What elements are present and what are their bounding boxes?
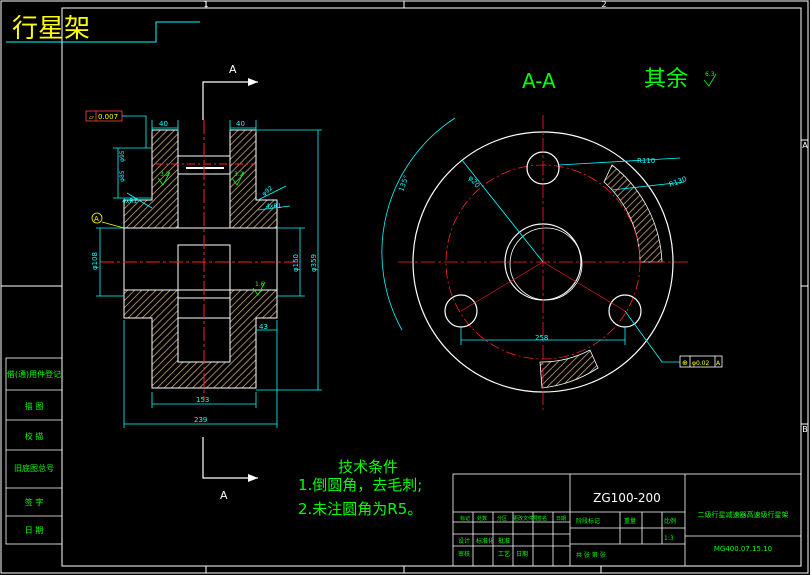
tech-notes-line-1: 1.倒圆角，去毛刺; — [298, 476, 422, 494]
drawing-number: ZG100-200 — [593, 491, 661, 505]
title-block — [452, 473, 802, 567]
rev-header-1: 标记 — [460, 515, 470, 522]
position-tolerance — [679, 355, 723, 368]
part-name: 行星架 — [12, 14, 90, 44]
left-record-block — [5, 357, 63, 545]
dim-pin-95: φ95 — [119, 150, 126, 162]
scale-label: 比例 — [664, 517, 676, 525]
section-label-top: A — [229, 63, 237, 76]
check-label: 审核 — [458, 550, 470, 558]
roughness-marks — [157, 171, 266, 296]
dim-r110: R110 — [637, 157, 655, 165]
dim-fillet-right: 4xR1 — [266, 203, 282, 210]
scale-value: 1:3 — [664, 535, 674, 542]
dim-length-239: 239 — [194, 416, 207, 424]
dim-pcd-258: 258 — [535, 334, 548, 342]
dim-bore-108: φ108 — [91, 252, 99, 270]
flatness-symbol: ▱ — [89, 114, 94, 121]
tech-notes-line-2: 2.未注圆角为R5。 — [298, 500, 422, 518]
dim-length-153: 153 — [196, 396, 209, 404]
dim-outer-359: φ359 — [310, 254, 318, 272]
other-roughness-label: 其余 — [644, 67, 688, 92]
datum-label: A — [94, 215, 99, 223]
dim-width-right: 40 — [236, 120, 245, 128]
position-value: φ0.02 — [692, 360, 710, 367]
flatness-tolerance — [85, 110, 147, 148]
front-dimensions — [96, 120, 322, 428]
position-datum: A — [716, 360, 721, 367]
section-marker-top — [202, 78, 258, 120]
sheet-count: 共 张 第 张 — [576, 551, 606, 559]
roughness-value-1: 3.2 — [160, 171, 170, 178]
dim-fillet-left: 4xR1 — [122, 198, 138, 205]
section-dimensions — [381, 117, 685, 363]
rev-header-5: 签名 — [537, 515, 547, 522]
zone-label-right-b: B — [802, 425, 808, 434]
dim-width-left: 40 — [159, 120, 168, 128]
dim-hole-20: φ20 — [466, 174, 481, 190]
dim-hub-150: φ150 — [292, 254, 300, 272]
stage-label: 阶段标记 — [576, 517, 600, 525]
roughness-value-3: 1.6 — [255, 281, 265, 288]
flatness-value: 0.007 — [98, 113, 118, 121]
left-block-row-6: 日 期 — [25, 526, 44, 535]
left-block-row-3: 校 描 — [25, 431, 44, 441]
section-title: A-A — [522, 69, 556, 93]
left-block-row-4: 旧底图总号 — [14, 463, 54, 473]
left-block-row-1: 借(通)用件登记 — [7, 369, 61, 379]
rev-header-2: 处数 — [477, 515, 487, 522]
date-label: 日期 — [516, 550, 528, 558]
dim-pin-92: φ92 — [261, 185, 275, 198]
other-roughness-symbol — [703, 73, 717, 87]
left-block-row-2: 描 图 — [25, 401, 44, 411]
section-label-bottom: A — [220, 489, 228, 502]
design-label: 设计 — [458, 537, 470, 545]
front-section-view — [123, 129, 278, 389]
dim-r130: R130 — [668, 175, 688, 189]
rev-header-6: 日期 — [556, 516, 566, 522]
zone-label-right-a: A — [802, 141, 808, 150]
section-radial-1 — [460, 261, 544, 312]
standard-label: 标准化 — [476, 537, 494, 545]
roughness-value-2: 3.2 — [234, 171, 244, 178]
section-marker-bottom — [202, 437, 258, 482]
rev-header-4: 更改文件号 — [513, 515, 538, 522]
position-symbol: ⊕ — [682, 359, 688, 367]
rev-header-3: 分区 — [497, 515, 507, 522]
approve-label: 批准 — [498, 537, 510, 545]
datum-leader — [101, 221, 125, 229]
mass-label: 重量 — [624, 517, 636, 525]
part-name-leader — [6, 21, 200, 43]
dim-angle-135: 135° — [397, 174, 410, 193]
left-block-row-5: 签 字 — [25, 497, 44, 507]
drawing-code: MG400.07.15.10 — [714, 545, 772, 553]
datum-circle — [91, 212, 103, 224]
process-label: 工艺 — [498, 550, 510, 558]
zone-label-top-2: 2 — [601, 0, 606, 9]
drawing-name: 二级行星减速器高速级行星架 — [698, 510, 789, 519]
dim-step-43: 43 — [259, 323, 268, 331]
zone-label-top-1: 1 — [203, 0, 208, 9]
tech-notes-title: 技术条件 — [338, 458, 398, 476]
section-radial-2 — [542, 261, 626, 312]
other-roughness-value: 6.3 — [705, 71, 715, 78]
dim-pin-85: φ85 — [119, 170, 126, 182]
